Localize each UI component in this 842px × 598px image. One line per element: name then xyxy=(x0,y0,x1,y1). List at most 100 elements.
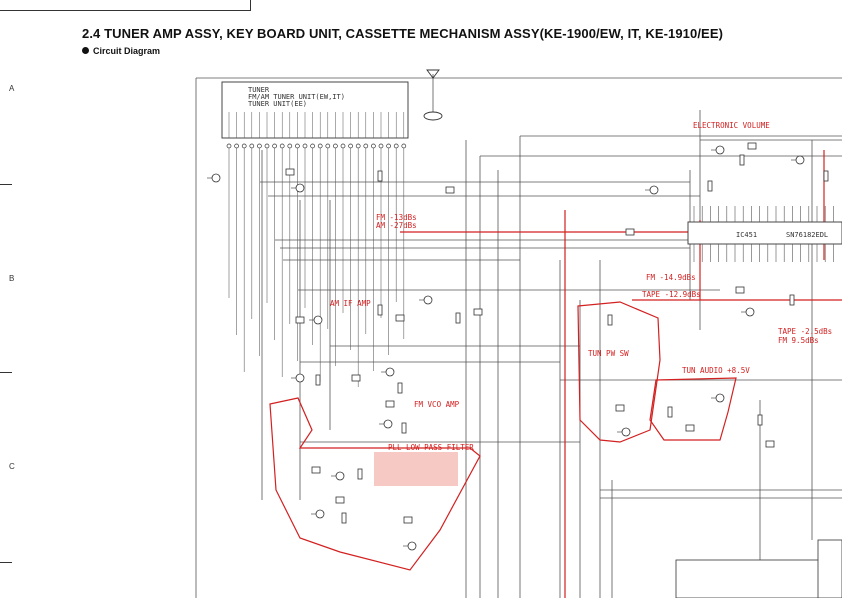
pin-terminal xyxy=(371,143,376,149)
transistor-symbol xyxy=(295,373,305,383)
label-pll-filter: PLL LOW PASS FILTER xyxy=(388,443,474,452)
resistor-symbol xyxy=(401,422,407,434)
tuner-unit-line3: TUNER UNIT(EE) xyxy=(248,100,307,108)
grid-row-label-b: B xyxy=(9,274,15,283)
capacitor-symbol xyxy=(335,496,345,504)
pin-terminal xyxy=(355,143,361,149)
label-am-level: AM -27dBs xyxy=(376,221,417,230)
pin-terminal xyxy=(241,143,247,149)
horizontal-wires xyxy=(260,135,842,499)
resistor-symbol xyxy=(357,468,363,480)
grid-row-label-c: C xyxy=(9,462,15,471)
pin-terminal xyxy=(295,143,300,149)
capacitor-symbol xyxy=(765,440,775,448)
label-tape-level2: TAPE -2.5dBs xyxy=(778,327,832,336)
resistor-symbol xyxy=(377,304,383,316)
vertical-wires xyxy=(261,110,813,598)
label-tun-pw-sw: TUN PW SW xyxy=(588,349,629,358)
label-fm-level2: FM -14.9dBs xyxy=(646,273,696,282)
bottom-connector xyxy=(675,539,842,598)
pin-terminal xyxy=(302,143,308,149)
pin-terminal xyxy=(287,143,293,149)
transistor-symbol xyxy=(385,367,395,377)
tuner-unit-line2: FM/AM TUNER UNIT(EW,IT) xyxy=(248,93,345,101)
ic-ref: IC451 xyxy=(736,231,757,239)
grid-tick xyxy=(0,184,12,185)
transistor-symbol xyxy=(295,183,305,193)
capacitor-symbol xyxy=(747,142,757,150)
bus-wires xyxy=(228,148,405,387)
red-outline-regions xyxy=(269,301,737,571)
resistor-symbol xyxy=(789,294,795,306)
resistor-symbol xyxy=(667,406,673,418)
label-am-if-amp: AM IF AMP xyxy=(330,299,371,308)
pin-terminal xyxy=(317,143,323,149)
transistor-symbol xyxy=(715,393,725,403)
antenna-icon xyxy=(423,69,443,121)
capacitor-symbol xyxy=(735,286,745,294)
resistor-symbol xyxy=(757,414,763,426)
pin-terminal xyxy=(401,143,407,149)
grid-row-label-a: A xyxy=(9,84,15,93)
transistor-symbol xyxy=(715,145,725,155)
pin-terminal xyxy=(393,143,399,149)
transistor-symbol xyxy=(383,419,393,429)
annotation-labels: ELECTRONIC VOLUME FM -13dBs AM -27dBs AM… xyxy=(330,121,832,452)
pin-terminal xyxy=(226,143,232,149)
capacitor-symbol xyxy=(445,186,455,194)
pll-filter-highlight xyxy=(374,452,458,486)
transistor-symbol xyxy=(621,427,631,437)
capacitor-symbol xyxy=(685,424,695,432)
transistor-symbol xyxy=(211,173,221,183)
pin-terminal xyxy=(378,143,384,149)
capacitor-symbol xyxy=(351,374,361,382)
resistor-symbol xyxy=(377,170,383,182)
label-electronic-volume: ELECTRONIC VOLUME xyxy=(693,121,770,130)
transistor-symbol xyxy=(649,185,659,195)
pin-terminal xyxy=(272,143,277,149)
pin-terminal xyxy=(279,143,285,149)
capacitor-symbol xyxy=(311,466,321,474)
transistor-symbol xyxy=(313,315,323,325)
grid-tick xyxy=(0,562,12,563)
pin-terminal xyxy=(234,143,239,149)
pin-terminal xyxy=(249,143,255,149)
schematic-frame xyxy=(195,77,842,598)
transistor-symbol xyxy=(423,295,433,305)
pin-terminal xyxy=(363,143,369,149)
transistor-symbol xyxy=(745,307,755,317)
tuner-unit-line1: TUNER xyxy=(248,86,270,94)
ic-part: SN76182EDL xyxy=(786,231,828,239)
capacitor-symbol xyxy=(473,308,483,316)
pin-terminal xyxy=(325,143,331,149)
transistor-symbol xyxy=(407,541,417,551)
label-tun-audio: TUN AUDIO +8.5V xyxy=(682,366,750,375)
page-title: 2.4 TUNER AMP ASSY, KEY BOARD UNIT, CASS… xyxy=(82,26,724,41)
capacitor-symbol xyxy=(395,314,405,322)
pin-terminal xyxy=(348,143,353,149)
capacitor-symbol xyxy=(615,404,625,412)
resistor-symbol xyxy=(455,312,461,324)
label-fm-level3: FM 9.5dBs xyxy=(778,336,819,345)
capacitor-symbol xyxy=(625,228,635,236)
ic451-chip: IC451 SN76182EDL xyxy=(687,206,842,262)
label-fm-level: FM -13dBs xyxy=(376,213,417,222)
resistor-symbol xyxy=(315,374,321,386)
subtitle-text: Circuit Diagram xyxy=(93,46,161,56)
page-corner-frame xyxy=(0,0,251,11)
label-fm-vco-amp: FM VCO AMP xyxy=(414,400,460,409)
section-subtitle: Circuit Diagram xyxy=(82,46,160,56)
tuner-unit-module: TUNER FM/AM TUNER UNIT(EW,IT) TUNER UNIT… xyxy=(221,81,409,149)
pin-terminal xyxy=(257,143,262,149)
resistor-symbol xyxy=(707,180,713,192)
capacitor-symbol xyxy=(295,316,305,324)
transistor-symbol xyxy=(315,509,325,519)
pin-terminal xyxy=(310,143,315,149)
resistor-symbol xyxy=(397,382,403,394)
pin-terminal xyxy=(340,143,346,149)
label-tape-level: TAPE -12.9dBs xyxy=(642,290,701,299)
grid-tick xyxy=(0,372,12,373)
resistor-symbol xyxy=(823,170,829,182)
pin-terminal xyxy=(264,143,270,149)
pin-terminal xyxy=(333,143,338,149)
